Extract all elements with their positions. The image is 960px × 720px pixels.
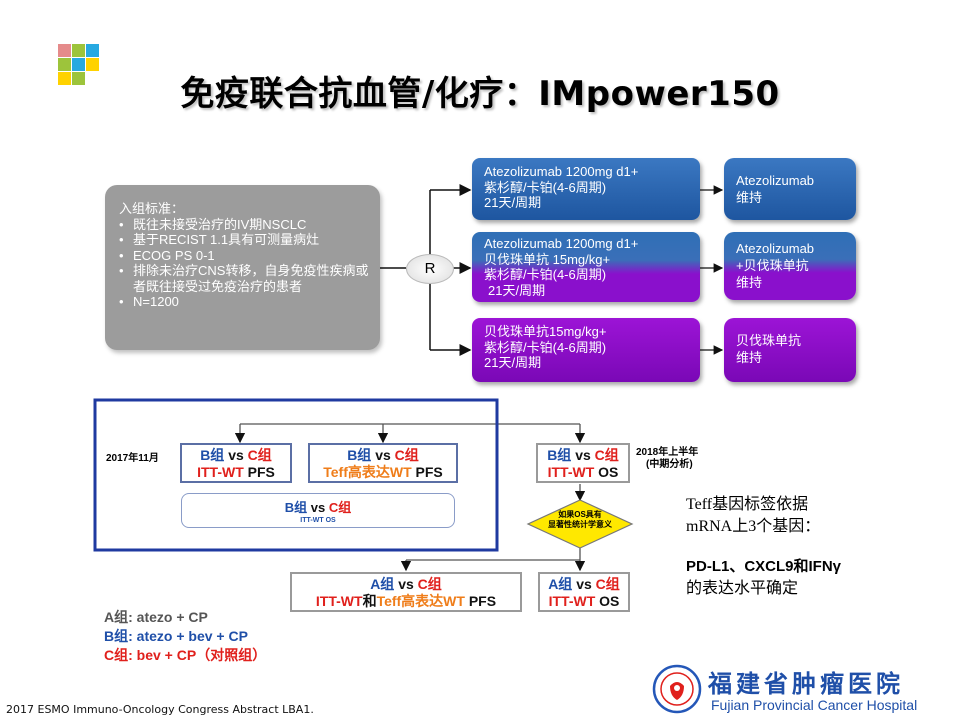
maintenance-line: Atezolizumab: [736, 241, 815, 256]
logo-square: [86, 58, 99, 71]
vs-label: vs: [375, 447, 391, 463]
vs-label: vs: [398, 576, 414, 592]
endpoint-label: PFS: [243, 464, 275, 480]
group-c-label: C组: [595, 576, 620, 592]
comparison-a-vs-c-pfs: A组 vs C组 ITT-WT和Teff高表达WT PFS: [290, 572, 522, 612]
comparison-b-vs-c-interim-os: B组 vs C组 ITT-WT OS: [536, 443, 630, 483]
maintenance-line: 维持: [736, 350, 763, 365]
diamond-line: 如果OS具有: [558, 510, 602, 519]
population-label: ITT-WT OS: [300, 517, 336, 524]
vs-label: vs: [228, 447, 244, 463]
group-c-label: C组: [247, 447, 272, 463]
arm-line: 贝伐珠单抗 15mg/kg+: [484, 251, 611, 267]
date-label-2018: 2018年上半年 (中期分析): [636, 447, 698, 471]
teff-note-line: Teff基因标签依据: [686, 496, 809, 513]
population-label: ITT-WT: [315, 593, 363, 609]
comparison-b-vs-c-os: B组 vs C组 ITT-WT OS: [181, 493, 455, 528]
group-c-label: C组: [328, 500, 352, 515]
date-label-2018-main: 2018年上半年: [636, 447, 699, 458]
group-b-label: B组: [547, 447, 572, 463]
conjunction-label: 和: [362, 593, 377, 609]
maintenance-line: 维持: [736, 275, 763, 290]
arm-line: 21天/周期: [484, 195, 542, 210]
legend-group-a: A组: atezo + CP: [104, 609, 208, 625]
teff-note-line: 的表达水平确定: [686, 580, 799, 597]
randomization-node: R: [406, 254, 454, 284]
arm-b-box: Atezolizumab 1200mg d1+ 贝伐珠单抗 15mg/kg+ 紫…: [472, 232, 700, 302]
decision-diamond-text: 如果OS具有 显著性统计学意义: [534, 510, 626, 530]
group-c-label: C组: [394, 447, 419, 463]
group-legend: A组: atezo + CP B组: atezo + bev + CP C组: …: [104, 608, 266, 665]
diamond-line: 显著性统计学意义: [548, 520, 612, 529]
arm-line: 紫杉醇/卡铂(4-6周期): [484, 179, 607, 195]
population-label: ITT-WT: [197, 464, 244, 480]
arm-line: 21天/周期: [488, 282, 546, 298]
criteria-list: 既往未接受治疗的IV期NSCLC 基于RECIST 1.1具有可测量病灶 ECO…: [119, 217, 370, 310]
group-c-label: C组: [594, 447, 619, 463]
maintenance-line: Atezolizumab: [736, 173, 815, 188]
arm-a-box: Atezolizumab 1200mg d1+ 紫杉醇/卡铂(4-6周期) 21…: [472, 158, 700, 220]
population-label: Teff高表达WT: [323, 464, 412, 480]
hospital-name-cn: 福建省肿瘤医院: [708, 669, 904, 698]
endpoint-label: OS: [595, 593, 620, 609]
group-a-label: A组: [548, 576, 573, 592]
group-b-label: B组: [347, 447, 372, 463]
criteria-item: 排除未治疗CNS转移，自身免疫性疾病或者既往接受过免疫治疗的患者: [119, 263, 370, 294]
comparison-b-vs-c-pfs: B组 vs C组 ITT-WT PFS: [180, 443, 292, 483]
group-b-label: B组: [284, 500, 308, 515]
footer-reference: 2017 ESMO Immuno-Oncology Congress Abstr…: [6, 703, 314, 716]
legend-group-c: C组: bev + CP（对照组）: [104, 647, 267, 663]
page-title: 免疫联合抗血管/化疗：IMpower150: [180, 74, 780, 114]
arm-line: Atezolizumab 1200mg d1+: [484, 164, 639, 179]
date-label-2017: 2017年11月: [106, 453, 159, 464]
population-label: ITT-WT: [548, 593, 596, 609]
logo-square: [72, 72, 85, 85]
logo-square: [72, 44, 85, 57]
criteria-item: 既往未接受治疗的IV期NSCLC: [119, 217, 370, 233]
maintenance-b-box: Atezolizumab +贝伐珠单抗 维持: [724, 232, 856, 300]
criteria-item: ECOG PS 0-1: [119, 248, 370, 264]
inclusion-criteria-box: 入组标准： 既往未接受治疗的IV期NSCLC 基于RECIST 1.1具有可测量…: [105, 185, 380, 350]
population-label: Teff高表达WT: [376, 593, 465, 609]
vs-label: vs: [576, 576, 592, 592]
logo-square: [58, 72, 71, 85]
vs-label: vs: [310, 500, 326, 515]
logo-square: [58, 44, 71, 57]
maintenance-line: 维持: [736, 190, 763, 205]
criteria-heading: 入组标准：: [119, 201, 185, 216]
criteria-item: N=1200: [119, 294, 370, 310]
date-label-2018-sub: (中期分析): [646, 459, 693, 470]
hospital-name-en: Fujian Provincial Cancer Hospital: [711, 697, 918, 713]
group-b-label: B组: [200, 447, 225, 463]
maintenance-a-box: Atezolizumab 维持: [724, 158, 856, 220]
legend-group-b: B组: atezo + bev + CP: [104, 628, 248, 644]
hospital-emblem-icon: [652, 664, 702, 714]
arm-line: 21天/周期: [484, 355, 542, 370]
arm-line: 贝伐珠单抗15mg/kg+: [484, 324, 607, 339]
teff-note-genes: PD-L1、CXCL9和IFNγ: [686, 558, 842, 575]
population-label: ITT-WT: [547, 464, 595, 480]
logo-square: [58, 58, 71, 71]
group-c-label: C组: [417, 576, 442, 592]
maintenance-line: +贝伐珠单抗: [736, 258, 809, 273]
arm-line: Atezolizumab 1200mg d1+: [484, 236, 639, 251]
arm-line: 紫杉醇/卡铂(4-6周期): [484, 267, 607, 282]
endpoint-label: OS: [594, 464, 619, 480]
arm-c-box: 贝伐珠单抗15mg/kg+ 紫杉醇/卡铂(4-6周期) 21天/周期: [472, 318, 700, 382]
endpoint-label: PFS: [411, 464, 443, 480]
maintenance-c-box: 贝伐珠单抗 维持: [724, 318, 856, 382]
logo-square: [86, 44, 99, 57]
vs-label: vs: [575, 447, 591, 463]
endpoint-label: PFS: [464, 593, 497, 609]
arm-line: 紫杉醇/卡铂(4-6周期): [484, 339, 607, 355]
teff-note: Teff基因标签依据 mRNA上3个基因： PD-L1、CXCL9和IFNγ 的…: [686, 494, 841, 600]
group-a-label: A组: [370, 576, 395, 592]
teff-note-line: mRNA上3个基因：: [686, 518, 821, 535]
logo-square: [72, 58, 85, 71]
comparison-a-vs-c-os: A组 vs C组 ITT-WT OS: [538, 572, 630, 612]
maintenance-line: 贝伐珠单抗: [736, 333, 802, 348]
criteria-item: 基于RECIST 1.1具有可测量病灶: [119, 232, 370, 248]
comparison-b-vs-c-teff-pfs: B组 vs C组 Teff高表达WT PFS: [308, 443, 458, 483]
